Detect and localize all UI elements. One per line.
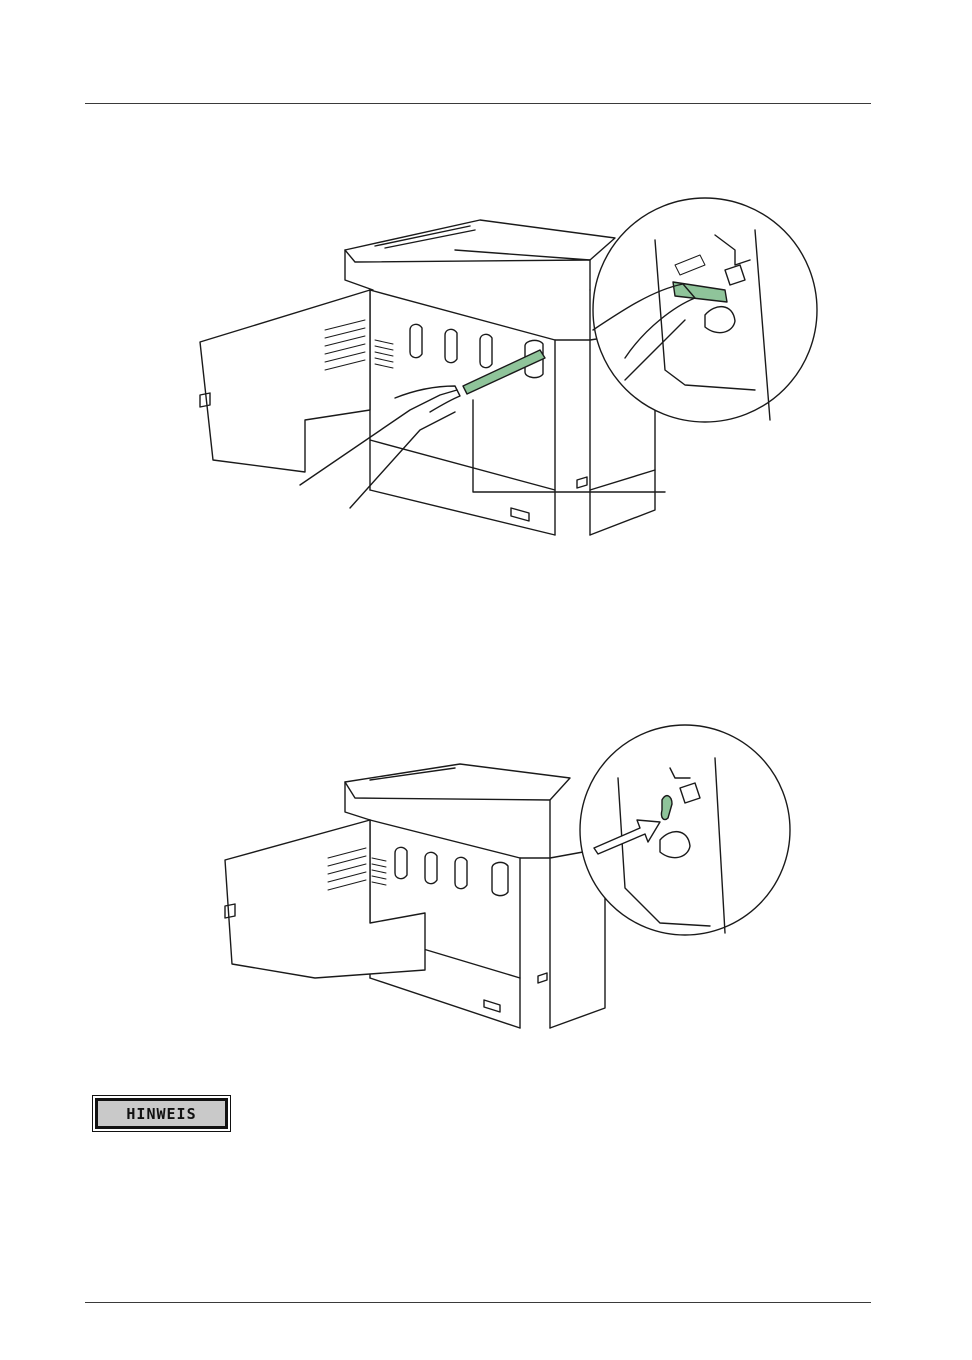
side-door	[224, 819, 426, 979]
footer-rule	[85, 1302, 871, 1303]
detail-magnifier	[579, 724, 791, 936]
header-rule	[85, 103, 871, 104]
detail-magnifier	[592, 197, 818, 423]
figure-reinsert-cleaner	[220, 708, 800, 1038]
callout-line	[472, 399, 666, 493]
insert-arrow	[593, 819, 661, 855]
note-badge: HINWEIS	[92, 1095, 231, 1132]
hand-pulling	[299, 385, 461, 509]
printer-body	[344, 763, 606, 1029]
side-door	[199, 289, 371, 473]
figure-pull-out-cleaner	[195, 190, 825, 545]
cleaning-rod	[462, 349, 546, 395]
